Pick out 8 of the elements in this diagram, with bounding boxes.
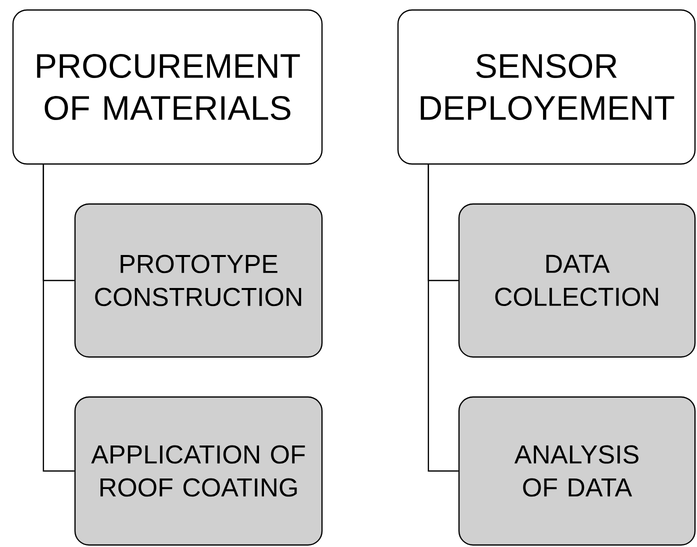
child-box: PROTOTYPE CONSTRUCTION [74, 203, 323, 358]
parent-box: PROCUREMENT OF MATERIALS [12, 9, 323, 165]
child-box: APPLICATION OF ROOF COATING [74, 396, 323, 546]
connector-line [428, 164, 458, 472]
connector-line [42, 164, 74, 472]
parent-box: SENSOR DEPLOYEMENT [397, 9, 696, 165]
child-box: DATA COLLECTION [458, 203, 696, 358]
child-box: ANALYSIS OF DATA [458, 396, 696, 546]
